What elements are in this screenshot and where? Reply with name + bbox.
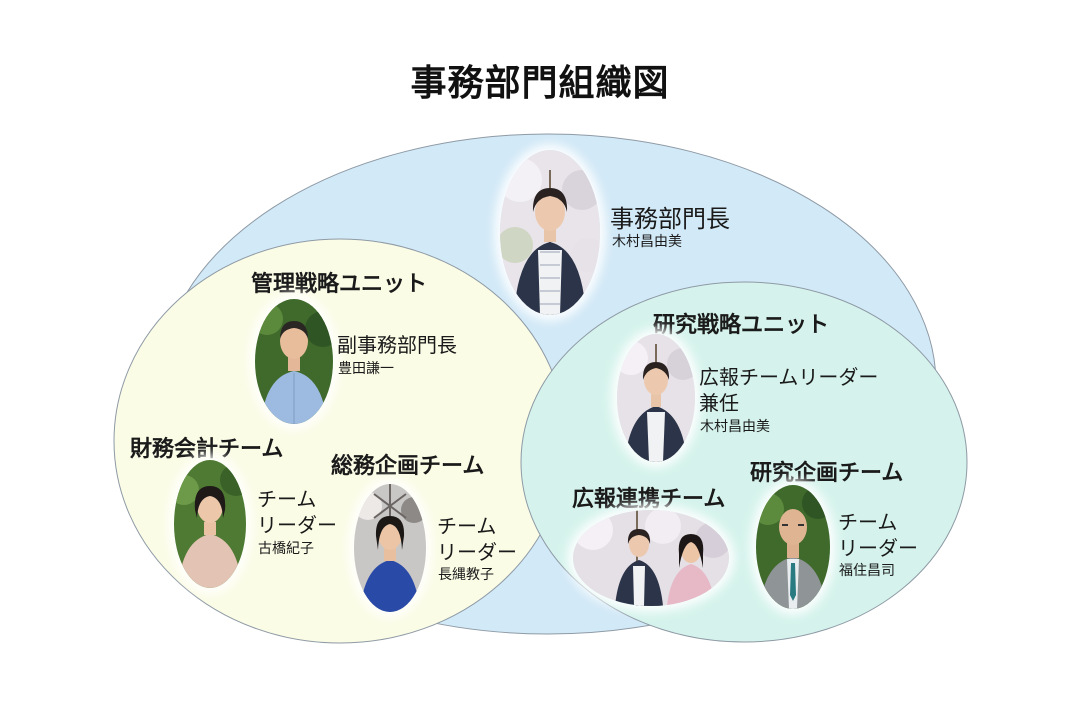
pr-leader-role-line1: 広報チームリーダー xyxy=(699,365,879,389)
photo-pr-team xyxy=(573,510,729,606)
head-name: 木村昌由美 xyxy=(612,234,682,250)
photo-department-head xyxy=(500,150,600,315)
photo-research-planning-leader xyxy=(756,485,830,609)
research-planning-leader-role-line2: リーダー xyxy=(838,536,918,560)
photo-finance-leader xyxy=(174,460,246,588)
photo-deputy xyxy=(255,299,333,424)
page-title: 事務部門組織図 xyxy=(410,63,670,104)
research-planning-team-title: 研究企画チーム xyxy=(750,461,904,486)
management-unit-title: 管理戦略ユニット xyxy=(251,272,428,297)
research-planning-leader-role-line1: チーム xyxy=(838,510,898,534)
research-unit-title: 研究戦略ユニット xyxy=(653,313,830,338)
finance-leader-role-line2: リーダー xyxy=(257,513,337,537)
pr-team-title: 広報連携チーム xyxy=(572,487,726,512)
finance-leader-role-line1: チーム xyxy=(257,487,317,511)
photo-general-affairs-leader xyxy=(354,484,426,612)
pr-leader-name: 木村昌由美 xyxy=(700,419,770,435)
deputy-name: 豊田謙一 xyxy=(338,361,394,377)
head-role: 事務部門長 xyxy=(610,205,730,233)
general-affairs-team-title: 総務企画チーム xyxy=(331,454,485,479)
general-affairs-leader-role-line2: リーダー xyxy=(437,540,517,564)
general-affairs-leader-name: 長縄教子 xyxy=(438,567,494,583)
finance-team-title: 財務会計チーム xyxy=(130,437,284,462)
finance-leader-name: 古橋紀子 xyxy=(258,541,314,557)
photo-pr-leader xyxy=(617,334,695,462)
general-affairs-leader-role-line1: チーム xyxy=(437,514,497,538)
research-planning-leader-name: 福住昌司 xyxy=(839,563,895,579)
pr-leader-role-line2: 兼任 xyxy=(699,391,739,415)
deputy-role: 副事務部門長 xyxy=(337,333,457,357)
